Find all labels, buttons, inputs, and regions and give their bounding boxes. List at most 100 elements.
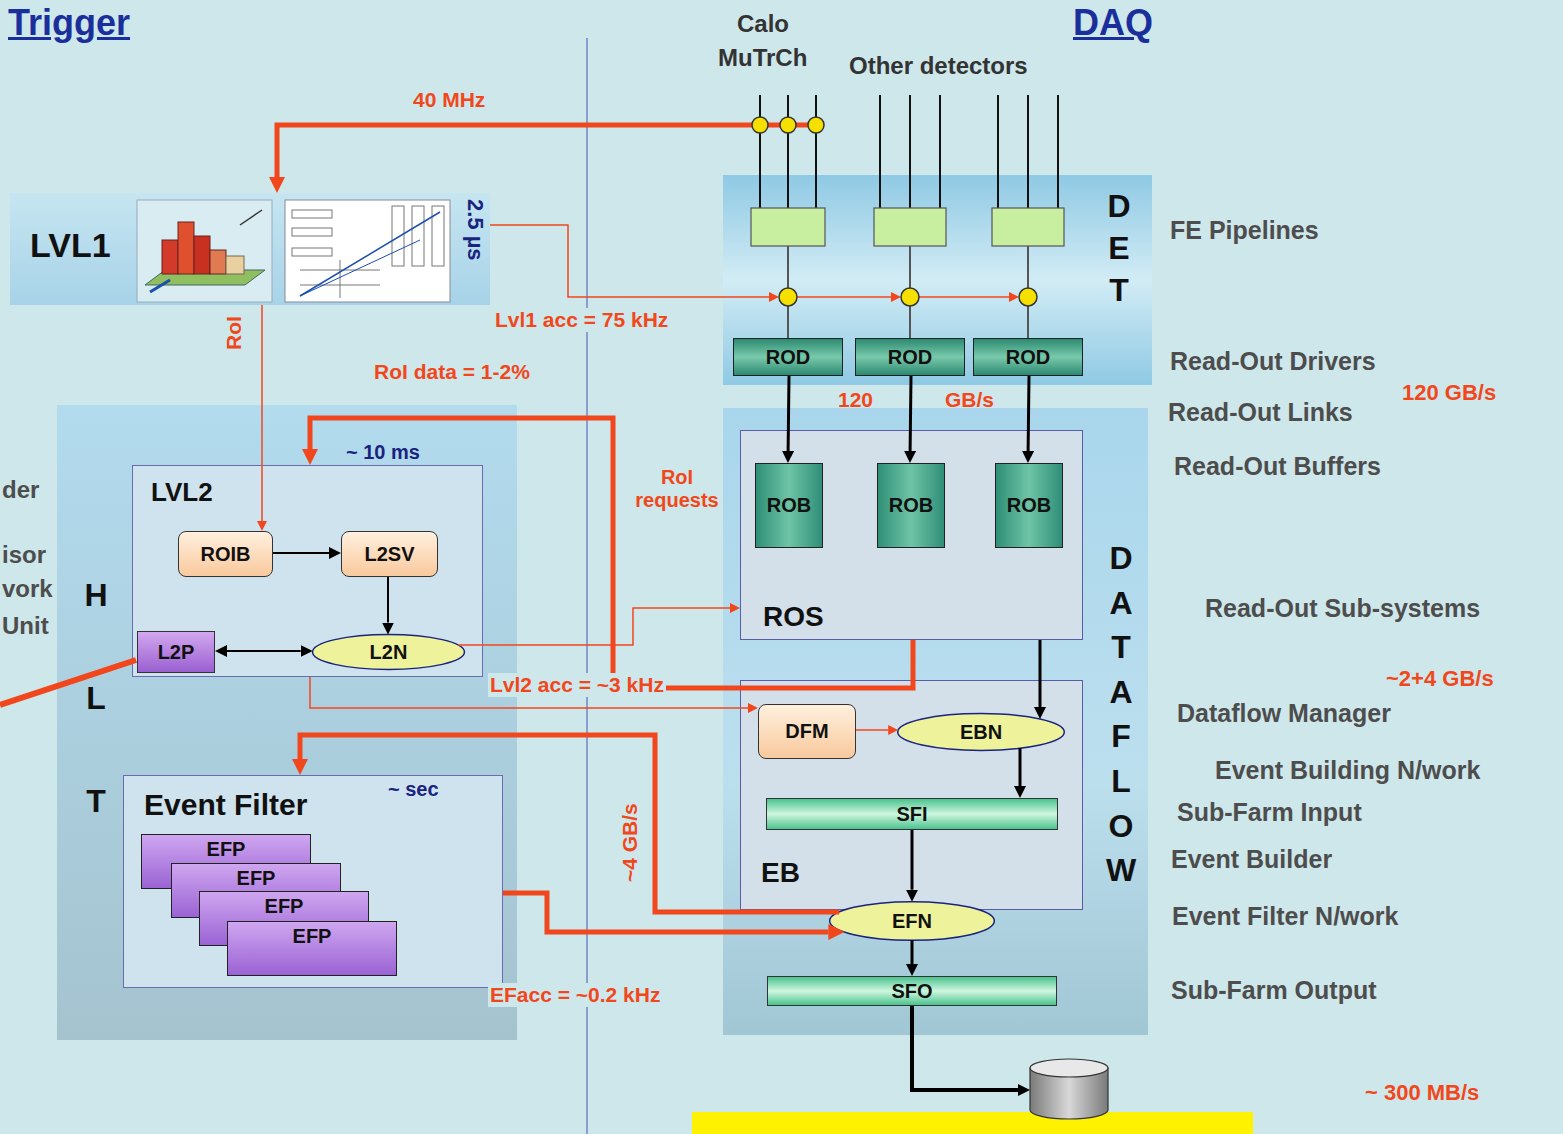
- node-label: SFO: [891, 980, 932, 1003]
- node-label: DFM: [785, 720, 828, 743]
- bunch-crossing-line: [277, 125, 816, 177]
- rate-label: Lvl1 acc = 75 kHz: [493, 308, 670, 332]
- rob-box: ROB: [995, 463, 1063, 548]
- connector-arrow: [310, 677, 748, 708]
- connector-arrow: [387, 577, 389, 623]
- annotation-label: isor: [2, 541, 46, 569]
- annotation-label: Dataflow Manager: [1177, 699, 1391, 728]
- node-label: 2.5 µs: [463, 199, 488, 261]
- tap-dots: [752, 117, 1037, 306]
- level1-box: LVL1 2.5 µs: [10, 193, 490, 305]
- rate-label: RoI: [222, 316, 246, 350]
- node-label: EFP: [293, 925, 332, 948]
- node-label: LVL2: [151, 478, 213, 508]
- node-label: ROB: [767, 494, 811, 517]
- connector-arrow: [458, 608, 730, 645]
- rate-label: RoI data = 1-2%: [372, 360, 532, 384]
- annotation-label: Event Builder: [1171, 845, 1332, 874]
- rate-label: 120: [838, 388, 873, 412]
- farm-link-line: [0, 660, 136, 705]
- dataflow-band: DATAFLOW ROS ROB ROB ROB EB DFM EBN SFI EFN SFO: [723, 408, 1148, 1035]
- node-label: ROIB: [201, 543, 251, 566]
- annotation-label: MuTrCh: [718, 44, 807, 72]
- connector-arrow: [1027, 376, 1031, 451]
- connector-arrow: [503, 893, 828, 932]
- connector-arrow: [227, 650, 301, 652]
- node-label: LVL1: [30, 226, 111, 265]
- efn-ellipse: EFN: [828, 900, 996, 942]
- node-label: ROB: [1007, 494, 1051, 517]
- rate-label: EFacc = ~0.2 kHz: [488, 983, 662, 1007]
- connector-arrow: [856, 729, 888, 731]
- ebn-ellipse: EBN: [896, 712, 1066, 752]
- detector-wires: [760, 95, 1058, 338]
- level2-box: LVL2~ 10 msROIBL2SVL2PL2N: [132, 465, 483, 677]
- node-label: EFP: [237, 867, 276, 890]
- connector-arrow: [300, 735, 839, 912]
- connector-arrow: [911, 940, 914, 964]
- connector-arrow: [1039, 640, 1042, 707]
- node-label: ROB: [889, 494, 933, 517]
- annotation-label: FE Pipelines: [1170, 216, 1319, 245]
- lvl1-accept-line: [490, 225, 1009, 297]
- node-label: SFI: [896, 803, 927, 826]
- node-label: ROS: [763, 601, 824, 633]
- connector-arrow: [911, 830, 914, 890]
- annotation-label: Sub-Farm Input: [1177, 798, 1362, 827]
- divider-line: [586, 38, 587, 1134]
- annotation-label: vork: [2, 575, 53, 603]
- annotation-label: Sub-Farm Output: [1171, 976, 1377, 1005]
- annotation-label: Read-Out Links: [1168, 398, 1353, 427]
- rod-box: ROD: [733, 338, 843, 376]
- node-label: Event Filter: [144, 788, 307, 823]
- l2p-box: L2P: [137, 631, 215, 673]
- node-label: ~ 10 ms: [346, 441, 420, 464]
- det-band: DETRODRODROD: [723, 175, 1152, 385]
- calorimeter-illustration: [137, 200, 272, 302]
- annotation-label: Read-Out Buffers: [1174, 452, 1381, 481]
- eb-box: EB DFM EBN SFI: [740, 680, 1083, 910]
- efp-box: EFP: [227, 921, 397, 976]
- l2n-ellipse: L2N: [311, 633, 466, 671]
- node-label: DATAFLOW: [1105, 536, 1137, 893]
- connector-arrow: [261, 305, 263, 521]
- storage-bar: [692, 1112, 1253, 1134]
- annotation-label: DAQ: [1073, 2, 1153, 43]
- dfm-box: DFM: [758, 704, 856, 759]
- rate-label: ~ 300 MB/s: [1365, 1080, 1479, 1105]
- node-label: EFP: [265, 895, 304, 918]
- annotation-label: Event Filter N/work: [1172, 902, 1398, 931]
- node-label: ROD: [1006, 346, 1050, 369]
- rob-box: ROB: [755, 463, 823, 548]
- sfi-bar: SFI: [766, 798, 1058, 830]
- node-label: EFN: [892, 910, 932, 933]
- annotation-label: Trigger: [8, 2, 130, 43]
- l2sv-box: L2SV: [341, 531, 438, 577]
- rate-label: 120 GB/s: [1402, 380, 1496, 405]
- rate-label: 40 MHz: [413, 88, 485, 112]
- storage-link: [912, 1006, 1018, 1090]
- annotation-label: der: [2, 476, 39, 504]
- fe-pipeline-boxes: [751, 208, 1064, 246]
- node-label: ~ sec: [388, 778, 439, 801]
- node-label: L2N: [370, 641, 408, 664]
- node-label: HLT: [80, 544, 112, 853]
- node-label: EFP: [207, 838, 246, 861]
- node-label: ROD: [766, 346, 810, 369]
- storage-cylinder: [1030, 1059, 1108, 1119]
- rob-box: ROB: [877, 463, 945, 548]
- event-filter-box: Event Filter ~ secEFP EFP EFP EFP: [123, 775, 503, 988]
- node-label: L2SV: [364, 543, 414, 566]
- annotation-label: Read-Out Drivers: [1170, 347, 1376, 376]
- connector-arrow: [273, 552, 329, 554]
- annotation-label: Other detectors: [849, 52, 1028, 80]
- sfo-bar: SFO: [767, 976, 1057, 1006]
- rate-label: Lvl2 acc = ~3 kHz: [488, 673, 666, 697]
- node-label: EB: [761, 857, 800, 889]
- roib-box: ROIB: [178, 531, 273, 577]
- connector-arrow: [310, 418, 913, 688]
- rod-box: ROD: [855, 338, 965, 376]
- node-label: EBN: [960, 721, 1002, 744]
